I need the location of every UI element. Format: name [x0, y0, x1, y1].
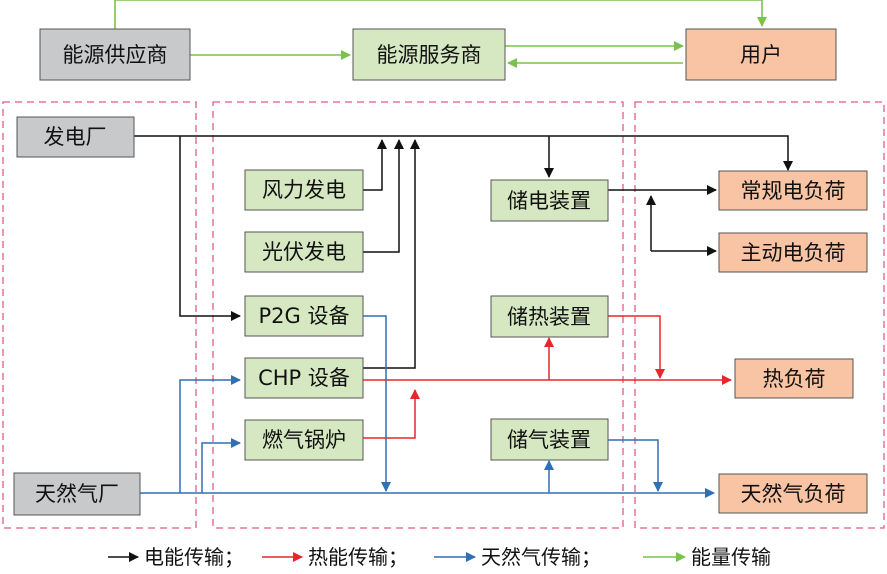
box-gas-storage-label: 储气装置 — [507, 428, 591, 452]
box-heat-load-label: 热负荷 — [763, 367, 826, 391]
box-power-plant: 发电厂 — [16, 116, 135, 158]
box-heat-load: 热负荷 — [734, 358, 854, 399]
region-conversion — [212, 101, 624, 529]
box-p2g-label: P2G 设备 — [259, 304, 350, 328]
box-heat-storage: 储热装置 — [490, 295, 609, 338]
box-supplier: 能源供应商 — [39, 28, 191, 81]
gas-flows — [140, 315, 715, 498]
legend-gas-label: 天然气传输； — [481, 545, 601, 569]
box-wind: 风力发电 — [244, 169, 364, 211]
box-regular-load-label: 常规电负荷 — [741, 179, 846, 203]
box-chp: CHP 设备 — [244, 357, 364, 399]
box-user: 用户 — [685, 28, 837, 81]
box-p2g: P2G 设备 — [244, 295, 364, 337]
legend-heat-label: 热能传输； — [308, 545, 408, 569]
box-boiler-label: 燃气锅炉 — [262, 428, 346, 452]
box-user-label: 用户 — [740, 43, 782, 67]
box-gas-load: 天然气负荷 — [718, 473, 868, 514]
box-pv: 光伏发电 — [244, 231, 364, 273]
box-boiler: 燃气锅炉 — [244, 419, 364, 461]
box-service: 能源服务商 — [352, 28, 506, 81]
heat-flows — [363, 315, 732, 439]
box-gas-storage: 储气装置 — [490, 418, 609, 461]
legend-energy-label: 能量传输 — [691, 545, 771, 569]
box-active-load-label: 主动电负荷 — [741, 241, 846, 265]
box-heat-storage-label: 储热装置 — [507, 305, 591, 329]
box-service-label: 能源服务商 — [377, 43, 482, 67]
box-active-load: 主动电负荷 — [718, 232, 868, 273]
box-gas-load-label: 天然气负荷 — [741, 482, 846, 506]
box-power-plant-label: 发电厂 — [44, 125, 107, 149]
box-pv-label: 光伏发电 — [262, 240, 346, 264]
box-elec-storage-label: 储电装置 — [507, 189, 591, 213]
region-sources — [2, 101, 197, 529]
legend-electric-label: 电能传输； — [144, 545, 244, 569]
box-gas-plant-label: 天然气厂 — [35, 482, 119, 506]
electric-flows — [134, 135, 793, 369]
box-supplier-label: 能源供应商 — [63, 43, 168, 67]
region-loads — [634, 101, 885, 529]
energy-flows — [114, 0, 767, 68]
box-wind-label: 风力发电 — [262, 178, 346, 202]
box-regular-load: 常规电负荷 — [718, 170, 868, 211]
legend: 电能传输； 热能传输； 天然气传输； 能量传输 — [108, 545, 771, 569]
box-gas-plant: 天然气厂 — [13, 472, 141, 516]
box-chp-label: CHP 设备 — [258, 366, 350, 390]
box-elec-storage: 储电装置 — [490, 179, 609, 222]
